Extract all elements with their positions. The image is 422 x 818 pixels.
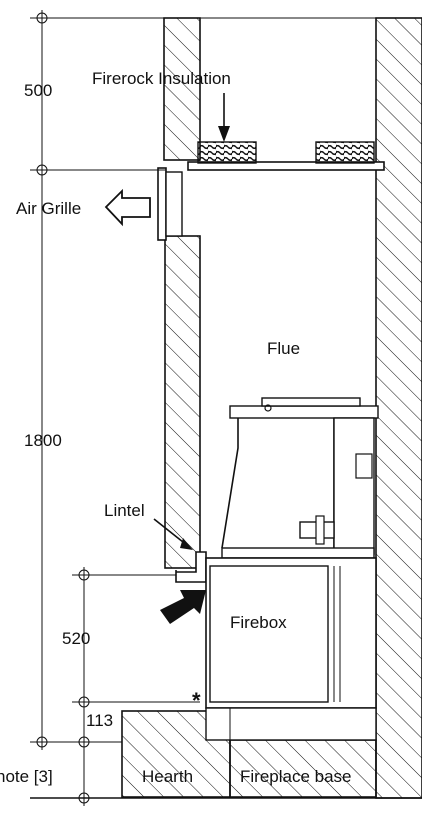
insulation-block-left: [197, 141, 257, 164]
air-grille-arrow: [104, 188, 151, 227]
left-wall-upper: [163, 17, 201, 161]
firebox-label: Firebox: [230, 613, 287, 632]
flue-label: Flue: [267, 339, 300, 358]
flue-collar-top: [229, 397, 379, 419]
right-wall: [375, 17, 422, 799]
fireplace-base-slab: [229, 739, 377, 798]
insulation-block-right: [315, 141, 375, 164]
air-grille-frame: [157, 167, 183, 241]
dim-113-label: 113: [86, 711, 113, 730]
dim-520-label: 520: [62, 629, 90, 648]
firebox-body: [205, 557, 377, 741]
insulation-shelf: [187, 161, 385, 171]
flue-hood: [221, 417, 375, 555]
lintel-label: Lintel: [104, 501, 145, 520]
note-label: note [3]: [0, 767, 53, 786]
air-inflow-arrow: [160, 590, 206, 624]
dimension-markers: [34, 10, 90, 806]
hearth-label: Hearth: [142, 767, 193, 786]
left-wall-lower: [164, 235, 201, 569]
asterisk-marker: *: [192, 688, 201, 713]
lintel-pointer-arrow: [153, 518, 193, 550]
firebox-top-plate: [221, 547, 375, 559]
fireplace-base-label: Fireplace base: [240, 767, 352, 786]
air-grille-label: Air Grille: [16, 199, 81, 218]
dim-1800-label: 1800: [24, 431, 62, 450]
damper-handle: [299, 515, 335, 545]
firerock-insulation-label: Firerock Insulation: [92, 69, 231, 88]
lintel: [175, 551, 207, 583]
dim-500-label: 500: [24, 81, 52, 100]
insulation-pointer-arrow: [218, 93, 230, 142]
